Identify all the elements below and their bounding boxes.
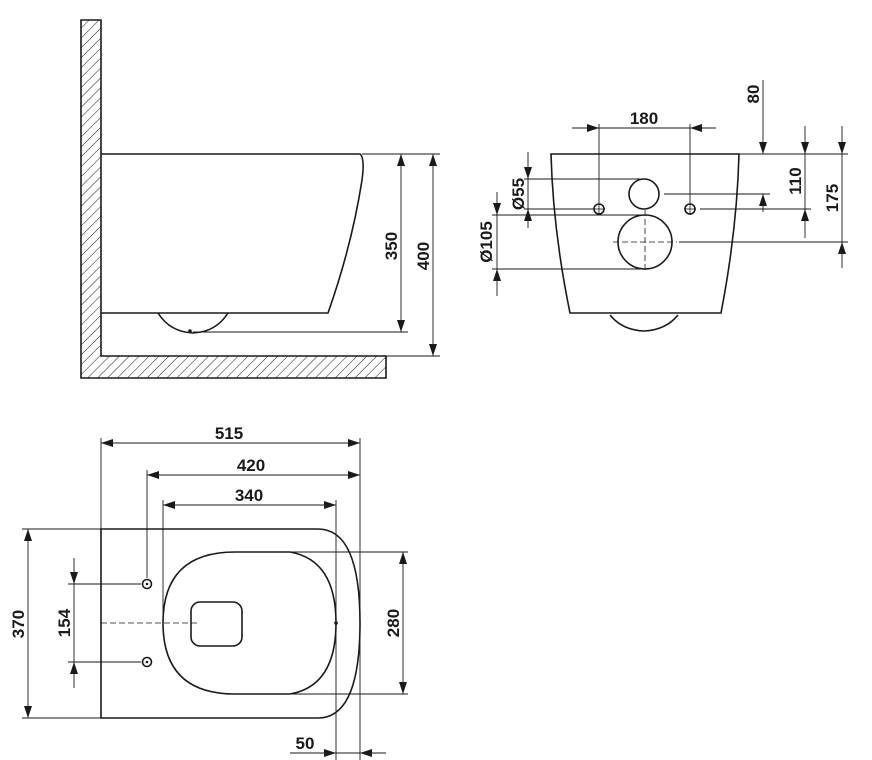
- dim-d105: Ø105: [477, 192, 645, 296]
- dim-label-d105: Ø105: [477, 221, 496, 263]
- dim-d55: Ø55: [509, 152, 640, 228]
- dim-label-280: 280: [384, 609, 403, 637]
- dim-label-80: 80: [744, 85, 763, 104]
- dim-420: 420: [147, 456, 360, 479]
- dim-label-400: 400: [414, 242, 433, 270]
- dim-370: 370: [9, 529, 32, 718]
- side-view: 350 400: [80, 19, 440, 379]
- bolt-hole-left: [593, 203, 605, 215]
- dim-label-515: 515: [215, 424, 243, 443]
- dim-label-420: 420: [237, 456, 265, 475]
- seat-hinge-plate: [190, 601, 243, 647]
- dim-label-350: 350: [382, 232, 401, 260]
- dim-175: 175: [823, 126, 846, 268]
- trap-front-outline: [609, 314, 679, 332]
- seat-outline: [162, 551, 337, 695]
- inlet-opening: [628, 178, 660, 210]
- bolt-hole-top-upper: [141, 578, 153, 590]
- bolt-hole-top-lower: [141, 656, 153, 668]
- dim-515: 515: [101, 424, 360, 447]
- dim-label-180: 180: [630, 109, 658, 128]
- dim-label-340: 340: [235, 486, 263, 505]
- bowl-front-outline: [550, 153, 740, 314]
- bowl-top-outline: [100, 528, 361, 719]
- dim-label-370: 370: [9, 610, 28, 638]
- dim-50: 50: [290, 734, 386, 757]
- dim-label-110: 110: [786, 167, 805, 194]
- wall-floor-hatched: [80, 19, 387, 379]
- dim-350: 350: [382, 154, 405, 332]
- top-view: 515 420 340 370: [9, 424, 408, 760]
- dim-180: 180: [572, 109, 716, 203]
- reference-point: [188, 329, 192, 333]
- bolt-hole-right: [684, 203, 696, 215]
- dim-label-154: 154: [55, 608, 74, 637]
- front-view: 180 80 110 175: [477, 80, 848, 332]
- bowl-side-outline: [101, 153, 364, 314]
- dim-154: 154: [55, 558, 78, 688]
- dim-label-175: 175: [823, 184, 842, 212]
- trap-side-outline: [157, 312, 229, 334]
- dim-label-d55: Ø55: [509, 178, 528, 210]
- dim-280: 280: [384, 552, 407, 694]
- dim-340: 340: [163, 486, 336, 509]
- dim-label-50: 50: [296, 734, 315, 753]
- dim-110: 110: [786, 126, 809, 238]
- dim-400: 400: [414, 154, 437, 356]
- dim-80: 80: [744, 80, 767, 212]
